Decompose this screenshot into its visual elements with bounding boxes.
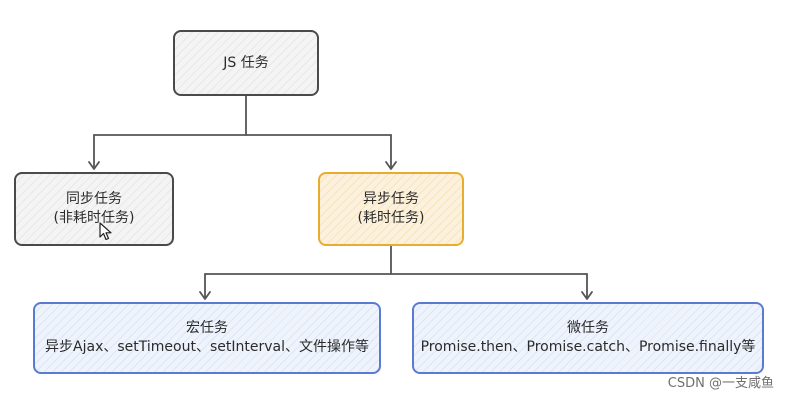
watermark: CSDN @一支咸鱼	[667, 376, 774, 391]
node-async-task: 异步任务 (耗时任务)	[318, 172, 464, 246]
arrowhead-async	[385, 161, 397, 170]
arrow-cursor-icon	[99, 222, 112, 241]
node-sync-task: 同步任务 (非耗时任务)	[14, 172, 174, 246]
arrowhead-micro	[581, 291, 593, 300]
node-js-task: JS 任务	[173, 30, 319, 96]
node-micro-task: 微任务 Promise.then、Promise.catch、Promise.f…	[412, 302, 764, 374]
node-async-task-title: 异步任务	[363, 191, 419, 207]
node-micro-task-title: 微任务	[567, 320, 609, 336]
node-sync-task-subtitle: (非耗时任务)	[53, 210, 135, 226]
node-macro-task-title: 宏任务	[186, 320, 228, 336]
node-sync-task-title: 同步任务	[66, 191, 122, 207]
arrowhead-macro	[199, 291, 211, 300]
node-macro-task: 宏任务 异步Ajax、setTimeout、setInterval、文件操作等	[33, 302, 381, 374]
node-js-task-label: JS 任务	[223, 54, 269, 71]
node-macro-task-subtitle: 异步Ajax、setTimeout、setInterval、文件操作等	[45, 339, 369, 355]
arrowhead-sync	[88, 161, 100, 170]
node-micro-task-subtitle: Promise.then、Promise.catch、Promise.final…	[420, 339, 756, 355]
node-async-task-subtitle: (耗时任务)	[357, 210, 425, 226]
